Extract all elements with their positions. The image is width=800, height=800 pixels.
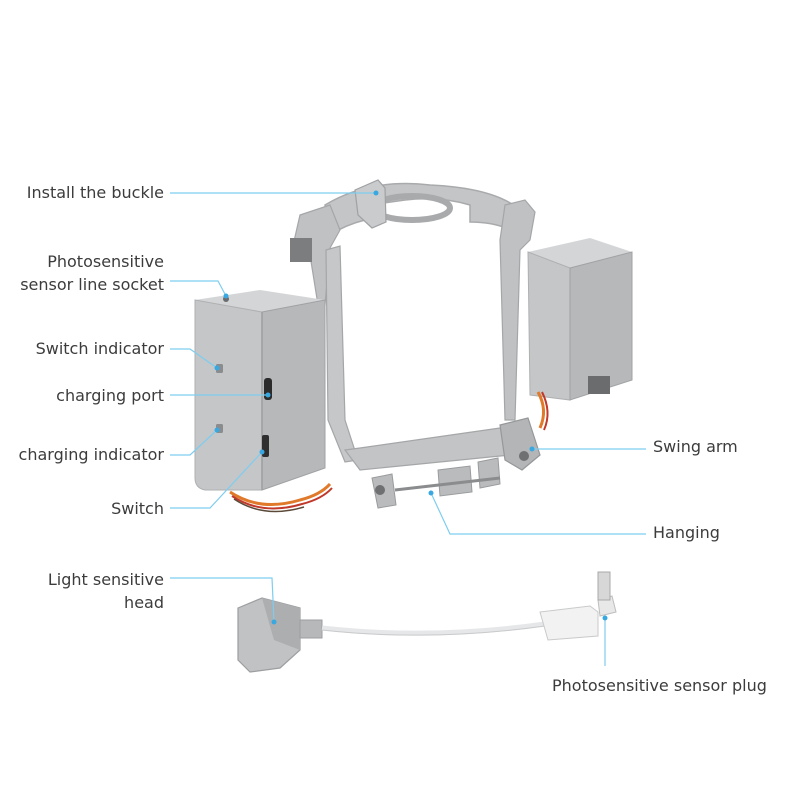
label-photo-socket-line2: sensor line socket (20, 275, 164, 294)
label-photo-socket-line1: Photosensitive (47, 252, 164, 271)
leader-dots (214, 190, 608, 625)
light-sensor-cable (237, 571, 617, 673)
label-light-head-line2: head (124, 593, 164, 612)
leader-lines (170, 192, 646, 666)
leader-hanging (430, 492, 646, 535)
leader-switch (170, 451, 263, 509)
swing-arm (499, 417, 541, 471)
plug-barrel (597, 571, 611, 601)
label-charging-port: charging port (56, 386, 164, 405)
label-sensor-plug: Photosensitive sensor plug (552, 676, 767, 695)
leader-light-head (170, 577, 275, 623)
label-hanging: Hanging (653, 523, 720, 542)
mount-frame (290, 179, 541, 509)
label-install-buckle: Install the buckle (26, 183, 164, 202)
label-swing-arm: Swing arm (653, 437, 738, 456)
leader-charging-indicator (170, 429, 218, 456)
label-charging-indicator: charging indicator (18, 445, 164, 464)
right-control-box (527, 238, 633, 431)
leader-switch-indicator (170, 348, 218, 369)
leader-photo-socket (170, 280, 227, 297)
label-switch: Switch (111, 499, 164, 518)
label-switch-indicator: Switch indicator (35, 339, 164, 358)
label-light-head-line1: Light sensitive (47, 570, 164, 589)
label-photosensitive-socket: Photosensitive sensor line socket (20, 250, 164, 296)
left-control-box (194, 290, 333, 513)
label-light-sensitive-head: Light sensitive head (48, 568, 164, 614)
